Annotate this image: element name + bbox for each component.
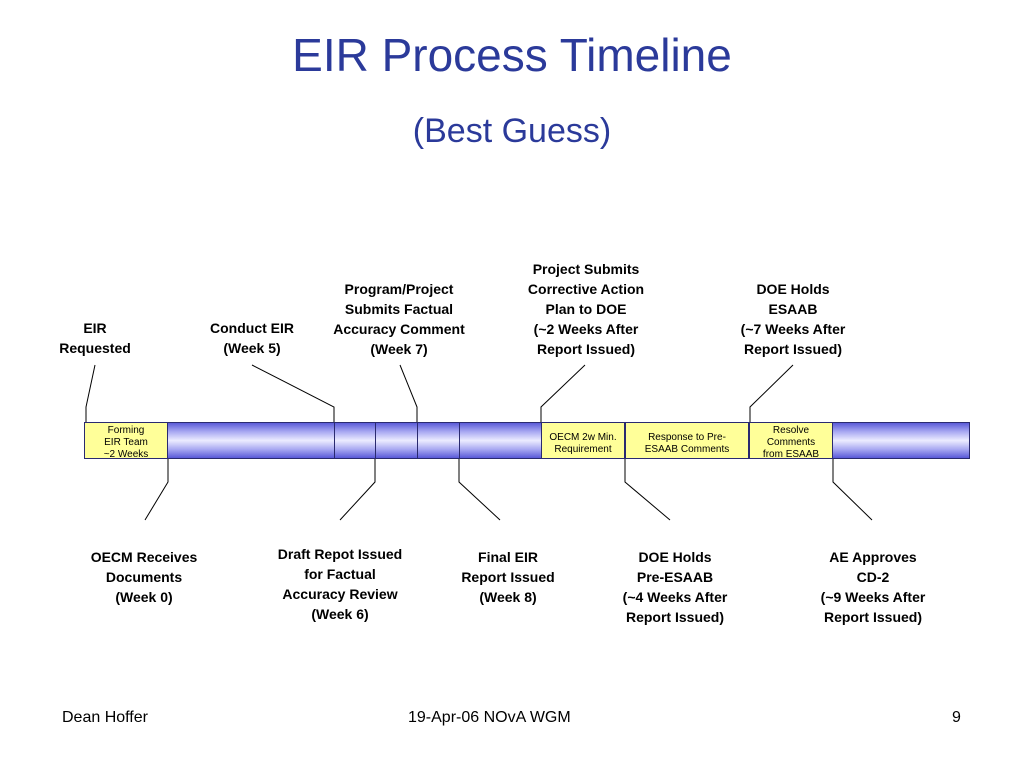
timeline-divider <box>417 422 418 459</box>
connector-factual-accuracy-comment <box>399 364 418 422</box>
milestone-doe-holds-esaab: DOE Holds ESAAB (~7 Weeks After Report I… <box>740 281 846 357</box>
slide-subtitle: (Best Guess) <box>412 112 612 150</box>
connector-ae-approves <box>832 459 873 521</box>
timeline-divider <box>334 422 335 459</box>
phase-box-resolve-comments: Resolve Comments from ESAAB <box>749 422 833 459</box>
milestone-doe-holds-pre-esaab: DOE Holds Pre-ESAAB (~4 Weeks After Repo… <box>622 549 728 625</box>
connector-doe-holds-esaab <box>749 364 794 422</box>
phase-box-oecm-requirement: OECM 2w Min. Requirement <box>541 422 625 459</box>
phase-box-forming-team: Forming EIR Team ~2 Weeks <box>84 422 168 459</box>
milestone-oecm-receives-documents: OECM Receives Documents (Week 0) <box>90 549 198 605</box>
connector-draft-report <box>339 459 376 521</box>
connector-eir-requested <box>85 364 96 422</box>
milestone-eir-requested: EIR Requested <box>59 320 131 356</box>
milestone-corrective-action-plan: Project Submits Corrective Action Plan t… <box>527 261 645 357</box>
footer-author: Dean Hoffer <box>62 709 148 726</box>
connector-corrective-action-plan <box>540 364 586 422</box>
milestone-draft-report-issued: Draft Repot Issued for Factual Accuracy … <box>277 546 403 622</box>
milestone-final-eir-report: Final EIR Report Issued (Week 8) <box>461 549 555 605</box>
connector-oecm-receives <box>144 459 169 521</box>
footer-page-number: 9 <box>952 709 961 726</box>
timeline-divider <box>459 422 460 459</box>
connector-doe-pre-esaab <box>624 459 671 521</box>
connector-conduct-eir <box>251 364 335 422</box>
slide-title: EIR Process Timeline <box>292 29 732 81</box>
milestone-factual-accuracy-comment: Program/Project Submits Factual Accuracy… <box>333 281 465 357</box>
milestone-conduct-eir: Conduct EIR (Week 5) <box>210 320 294 356</box>
timeline-divider <box>375 422 376 459</box>
phase-box-pre-esaab-response: Response to Pre- ESAAB Comments <box>625 422 749 459</box>
connector-final-eir <box>458 459 501 521</box>
footer-date-event: 19-Apr-06 NOvA WGM <box>408 709 571 726</box>
milestone-ae-approves-cd2: AE Approves CD-2 (~9 Weeks After Report … <box>820 549 926 625</box>
